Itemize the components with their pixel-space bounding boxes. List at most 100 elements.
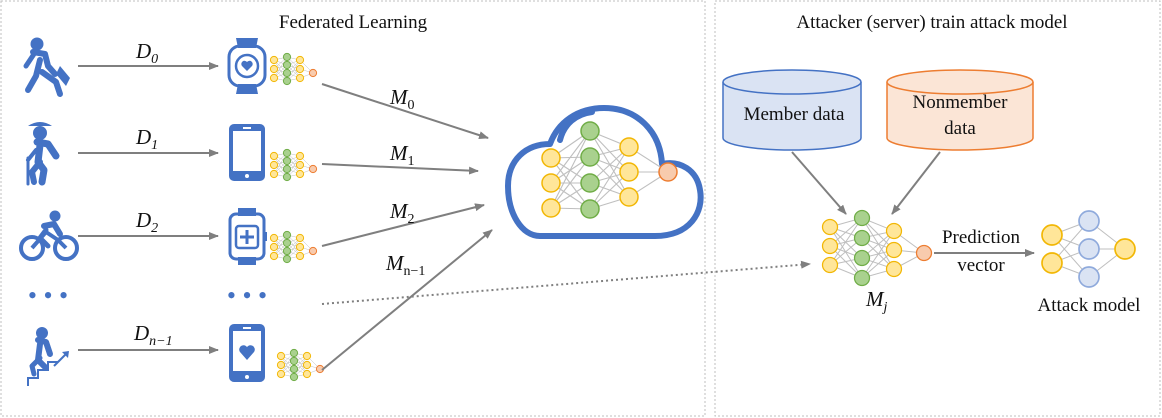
network-node	[269, 55, 279, 65]
network-node	[295, 55, 305, 65]
network-node	[580, 121, 600, 141]
network-node	[541, 148, 561, 168]
network-node	[282, 238, 292, 248]
network-edge	[273, 56, 288, 79]
network-node	[821, 218, 839, 236]
network-node	[885, 222, 903, 240]
prediction-label-line1: Prediction	[942, 227, 1021, 248]
network-node	[295, 169, 305, 179]
network-edge	[273, 152, 288, 175]
network-node	[282, 246, 292, 256]
network-node	[282, 172, 292, 182]
network-edge	[286, 237, 301, 260]
data-arrows	[78, 62, 219, 354]
data-label-n-1: Dn−1	[133, 321, 173, 349]
network-node	[295, 251, 305, 261]
network-edge	[293, 352, 308, 375]
network-node	[580, 147, 600, 167]
data-label-2: D2	[135, 208, 158, 236]
network-node	[853, 269, 871, 287]
network-edge	[861, 230, 895, 279]
network-node	[282, 68, 292, 78]
network-node	[853, 229, 871, 247]
cyclist-icon	[19, 210, 79, 261]
network-node	[302, 360, 312, 370]
client-model-2	[269, 230, 318, 264]
model-upload-arrows	[321, 83, 493, 371]
model-label-0: M0	[389, 85, 415, 113]
network-edge	[293, 355, 308, 378]
network-node	[853, 209, 871, 227]
walking-person-icon	[23, 37, 70, 97]
attacker-panel-title: Attacker (server) train attack model	[796, 12, 1067, 33]
network-node	[885, 260, 903, 278]
nonmember-data-label-line1: Nonmember	[913, 92, 1009, 113]
network-node	[289, 356, 299, 366]
nonmember-data-cylinder: Nonmember data	[886, 69, 1034, 151]
network-edge	[273, 155, 288, 178]
network-node	[276, 351, 286, 361]
network-edge	[286, 56, 301, 79]
network-edge	[286, 234, 301, 257]
smartwatch-heart-icon	[227, 38, 267, 94]
network-node	[269, 160, 279, 170]
network-node	[276, 360, 286, 370]
target-model-label: Mj	[865, 287, 888, 315]
network-edge	[273, 237, 288, 260]
network-node	[308, 68, 318, 78]
network-edge	[273, 59, 288, 82]
target-model-mj	[821, 209, 933, 287]
network-edge	[280, 352, 295, 375]
federated-learning-title: Federated Learning	[279, 12, 428, 33]
member-data-label: Member data	[744, 104, 845, 125]
data-to-model-arrows	[791, 151, 941, 215]
network-edge	[286, 152, 301, 175]
network-node	[580, 199, 600, 219]
smartwatch-medical-icon	[228, 208, 267, 265]
network-node	[1078, 210, 1100, 232]
network-node	[295, 73, 305, 83]
network-edge	[286, 59, 301, 82]
smartphone-icon	[229, 124, 265, 181]
network-node	[295, 242, 305, 252]
network-node	[619, 137, 639, 157]
attack-model	[1041, 210, 1136, 288]
network-node	[282, 52, 292, 62]
network-edge	[273, 234, 288, 257]
global-model	[541, 121, 678, 219]
prediction-label-line2: vector	[957, 255, 1005, 276]
network-node	[282, 230, 292, 240]
network-node	[276, 369, 286, 379]
client-model-3	[276, 348, 325, 382]
network-node	[619, 162, 639, 182]
network-edge	[286, 155, 301, 178]
data-label-0: D0	[135, 39, 158, 67]
network-node	[885, 241, 903, 259]
network-node	[269, 169, 279, 179]
network-node	[853, 249, 871, 267]
attack-model-label: Attack model	[1038, 295, 1141, 316]
network-edge	[589, 146, 630, 210]
model-label-n-1: Mn−1	[385, 251, 425, 279]
network-node	[915, 244, 933, 262]
network-node	[282, 156, 292, 166]
model-label-1: M1	[389, 141, 415, 169]
network-node	[295, 151, 305, 161]
network-node	[289, 364, 299, 374]
smartphone-heart-icon	[229, 324, 265, 382]
network-node	[308, 164, 318, 174]
network-node	[269, 233, 279, 243]
network-node	[1114, 238, 1136, 260]
network-edge	[280, 355, 295, 378]
data-label-1: D1	[135, 125, 158, 153]
network-node	[282, 76, 292, 86]
attacker-panel	[714, 0, 1161, 417]
network-node	[269, 73, 279, 83]
dotted-leak-arrow	[321, 260, 811, 305]
network-node	[282, 148, 292, 158]
network-node	[658, 162, 678, 182]
network-node	[302, 369, 312, 379]
network-node	[295, 64, 305, 74]
network-node	[1041, 224, 1063, 246]
